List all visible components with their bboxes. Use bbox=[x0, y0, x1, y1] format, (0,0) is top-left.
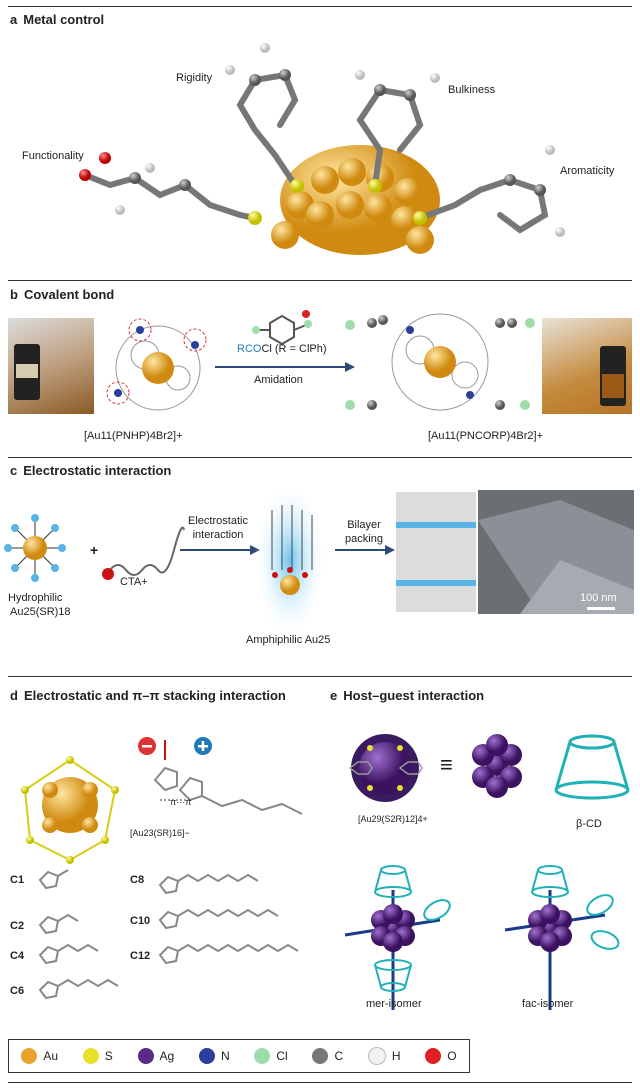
arrow-bilayer-head bbox=[385, 545, 395, 555]
au23-cluster bbox=[21, 756, 119, 864]
au25-label: Au25(SR)18 bbox=[10, 606, 71, 618]
bottom-rule bbox=[8, 1082, 632, 1083]
powder-photo-left bbox=[8, 318, 94, 414]
au23-formula: [Au23(SR)16]− bbox=[130, 828, 190, 838]
legend-c: C bbox=[312, 1048, 343, 1064]
legend-ag: Ag bbox=[137, 1048, 174, 1064]
au29-formula: [Au29(S2R)12]4+ bbox=[358, 814, 428, 824]
chain-c8: C8 bbox=[130, 874, 145, 886]
au-swatch bbox=[21, 1048, 38, 1064]
rule-d bbox=[8, 676, 632, 677]
mer-isomer-label: mer-isomer bbox=[366, 998, 422, 1010]
chain-c10: C10 bbox=[130, 915, 151, 927]
au25-hydrophilic bbox=[4, 514, 66, 582]
hydrophilic-label: Hydrophilic bbox=[8, 592, 63, 604]
chain-structures bbox=[38, 869, 299, 1000]
amphiphilic-label: Amphiphilic Au25 bbox=[246, 634, 331, 646]
h-swatch bbox=[367, 1047, 386, 1065]
fac-isomer bbox=[504, 865, 620, 1010]
chain-c4: C4 bbox=[10, 950, 25, 962]
au29-cluster bbox=[348, 734, 423, 802]
sem-image bbox=[478, 490, 634, 614]
rule-b bbox=[8, 280, 632, 281]
amidation-label: Amidation bbox=[254, 374, 303, 386]
pipi-label: π···π bbox=[170, 797, 192, 807]
left-formula: [Au11(PNHP)4Br2]+ bbox=[84, 430, 183, 442]
n-swatch bbox=[198, 1048, 215, 1064]
reagent-structure bbox=[252, 310, 312, 346]
scale-bar-label: 100 nm bbox=[580, 592, 617, 604]
au11-cluster-left bbox=[106, 318, 207, 411]
element-legend: Au S Ag N Cl C H O bbox=[8, 1039, 470, 1073]
ligands-a bbox=[82, 71, 549, 234]
ag-swatch bbox=[137, 1048, 154, 1064]
legend-cl: Cl bbox=[254, 1048, 288, 1064]
bilayer-packing-illustration bbox=[396, 492, 476, 612]
reagent-label: RCOCl (R = ClPh) bbox=[237, 343, 327, 355]
cta-molecule bbox=[102, 526, 185, 580]
s-swatch bbox=[82, 1048, 99, 1064]
label-rigidity: Rigidity bbox=[176, 72, 213, 84]
amphiphilic-au25 bbox=[254, 480, 326, 640]
o-swatch bbox=[425, 1048, 442, 1064]
chain-c12: C12 bbox=[130, 950, 151, 962]
legend-n: N bbox=[198, 1048, 230, 1064]
atoms-a bbox=[79, 43, 565, 237]
label-bulkiness: Bulkiness bbox=[448, 84, 496, 96]
au11-cluster-right bbox=[345, 313, 535, 411]
chain-c1: C1 bbox=[10, 874, 25, 886]
c-swatch bbox=[312, 1048, 329, 1064]
cta-label: CTA+ bbox=[120, 576, 148, 588]
electrostatic-arrow-label: Electrostatic interaction bbox=[188, 515, 248, 541]
right-formula: [Au11(PNCORP)4Br2]+ bbox=[428, 430, 544, 442]
beta-cd-cone bbox=[554, 734, 630, 800]
cl-swatch bbox=[254, 1048, 271, 1064]
amidation-arrowhead bbox=[345, 362, 355, 372]
chain-c2: C2 bbox=[10, 920, 25, 932]
legend-au: Au bbox=[21, 1048, 58, 1064]
rule-c bbox=[8, 457, 632, 458]
top-rule bbox=[8, 6, 632, 7]
legend-h: H bbox=[367, 1047, 401, 1065]
ag-sphere-cluster bbox=[472, 734, 522, 798]
powder-photo-right bbox=[542, 318, 632, 414]
gold-core-a bbox=[271, 145, 440, 255]
beta-cd-label: β-CD bbox=[576, 818, 602, 830]
bilayer-arrow-label: Bilayer packing bbox=[345, 519, 383, 545]
equivalence-sign: ≡ bbox=[440, 752, 453, 777]
ion-pair bbox=[138, 737, 303, 815]
legend-s: S bbox=[82, 1048, 113, 1064]
legend-o: O bbox=[425, 1048, 457, 1064]
fac-isomer-label: fac-isomer bbox=[522, 998, 574, 1010]
mer-isomer bbox=[344, 865, 451, 1010]
label-aromaticity: Aromaticity bbox=[560, 165, 615, 177]
label-functionality: Functionality bbox=[22, 150, 84, 162]
chain-c6: C6 bbox=[10, 985, 25, 997]
plus-sign: + bbox=[90, 542, 99, 558]
